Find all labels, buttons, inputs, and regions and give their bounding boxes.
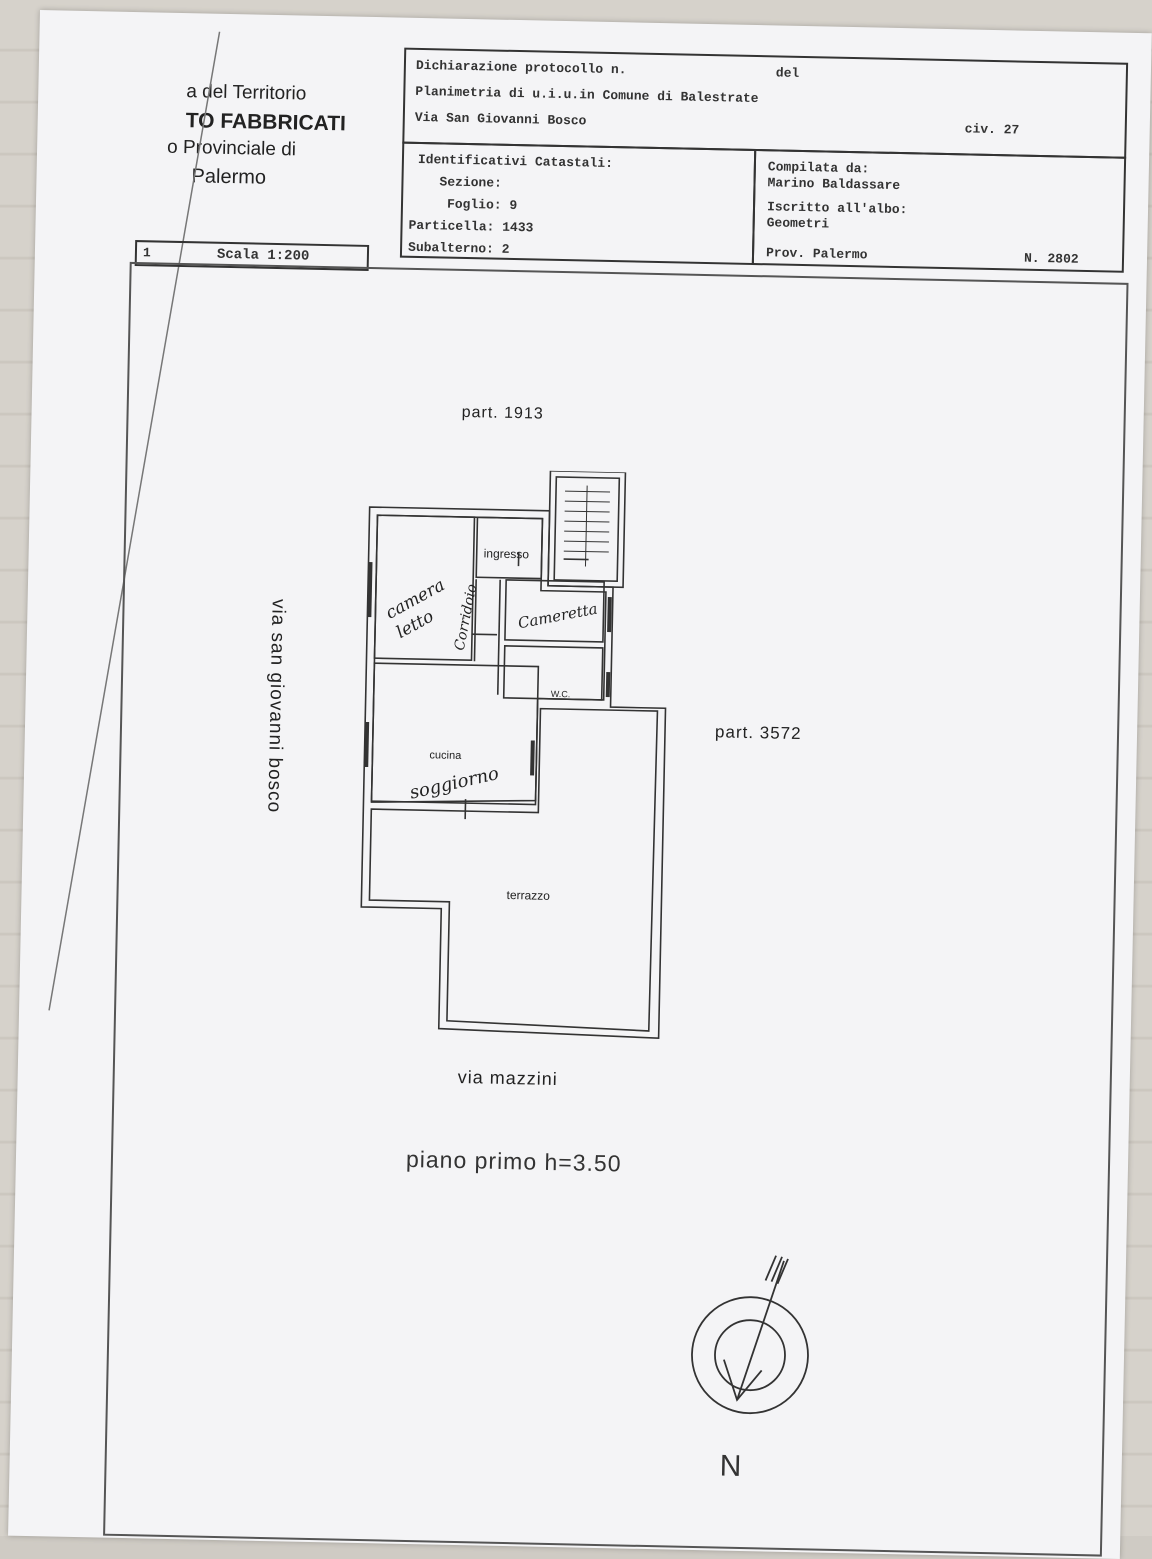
subalterno: Subalterno: 2 bbox=[408, 240, 510, 257]
part-right-label: part. 3572 bbox=[715, 722, 802, 744]
catasto-box: Identificativi Catastali: Sezione: Fogli… bbox=[400, 142, 756, 265]
room-wc: W.C. bbox=[551, 689, 571, 699]
scale-label: Scala 1:200 bbox=[217, 247, 310, 265]
room-ingresso: ingresso bbox=[484, 546, 530, 561]
province: Prov. Palermo bbox=[766, 245, 868, 262]
catasto-title: Identificativi Catastali: bbox=[418, 152, 613, 171]
del-label: del bbox=[776, 65, 800, 80]
particella: Particella: 1433 bbox=[408, 218, 533, 236]
protocol-label: Dichiarazione protocollo n. bbox=[416, 58, 627, 77]
street-bottom-label: via mazzini bbox=[458, 1067, 558, 1090]
sheet-number: 1 bbox=[143, 245, 151, 260]
compilata-box: Compilata da: Marino Baldassare Iscritto… bbox=[752, 149, 1126, 273]
albo-value: Geometri bbox=[767, 215, 830, 231]
room-terrazzo: terrazzo bbox=[506, 888, 550, 903]
part-top-label: part. 1913 bbox=[461, 404, 543, 424]
address-label: Via San Giovanni Bosco bbox=[415, 110, 587, 129]
registration-number: N. 2802 bbox=[1024, 251, 1079, 267]
civic-number: civ. 27 bbox=[965, 121, 1020, 137]
compilata-title: Compilata da: bbox=[768, 159, 870, 176]
north-arrow-icon bbox=[680, 1249, 834, 1452]
north-label: N bbox=[719, 1450, 741, 1484]
room-cucina: cucina bbox=[429, 749, 461, 762]
cadastral-plan-sheet: a del Territorio TO FABBRICATI o Provinc… bbox=[8, 10, 1152, 1559]
compilata-name: Marino Baldassare bbox=[767, 175, 900, 193]
albo-label: Iscritto all'albo: bbox=[767, 199, 908, 217]
sezione: Sezione: bbox=[439, 174, 502, 190]
header-box: Dichiarazione protocollo n. del Planimet… bbox=[402, 48, 1128, 159]
foglio: Foglio: 9 bbox=[447, 197, 518, 213]
planimetria-label: Planimetria di u.i.u.in Comune di Balest… bbox=[415, 84, 759, 106]
floor-label: piano primo h=3.50 bbox=[406, 1146, 622, 1178]
